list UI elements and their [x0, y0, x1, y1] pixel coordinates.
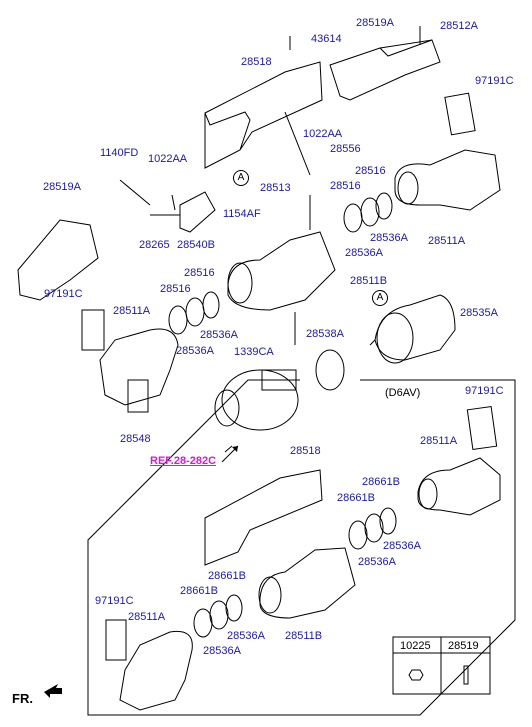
ring-28661B-b3	[193, 608, 213, 638]
part-label-1154AF: 1154AF	[223, 208, 261, 220]
manifold-28511A-box-right-port	[418, 478, 438, 510]
part-label-28512A: 28512A	[440, 20, 478, 32]
part-label-28538A: 28538A	[306, 328, 344, 340]
ring-28661B-b1	[348, 520, 368, 550]
bracket-28540B	[179, 191, 216, 233]
ring-28536A-m	[202, 291, 220, 319]
part-label-97191C-box-left: 97191C	[95, 595, 134, 607]
part-label-28516-m1: 28516	[184, 267, 215, 279]
part-label-28518-box: 28518	[290, 445, 321, 457]
part-label-43614: 43614	[311, 33, 342, 45]
callout-circle-a-top: A	[233, 170, 249, 186]
part-label-28511B-top: 28511B	[350, 275, 388, 287]
part-label-28548: 28548	[120, 433, 151, 445]
part-label-28511B-box: 28511B	[285, 630, 323, 642]
bracket-28519A-left	[17, 219, 99, 301]
ring-28516-r1	[343, 203, 363, 233]
gasket-28548	[127, 379, 149, 413]
manifold-28511A-box-right	[417, 457, 501, 516]
d6av-box-outline	[87, 379, 516, 716]
reference-link[interactable]: REF.28-282C	[150, 455, 217, 467]
manifold-28511A-right	[394, 149, 501, 211]
ring-28536A-b1	[379, 507, 397, 535]
manifold-28511A-box-left	[119, 630, 193, 711]
ring-28661B-b2	[364, 513, 384, 543]
part-label-28536A-b4: 28536A	[203, 645, 241, 657]
part-label-28519A-top: 28519A	[356, 17, 394, 29]
turbocharger-flange	[261, 369, 297, 391]
part-label-28265: 28265	[139, 239, 170, 251]
manifold-28511B-box	[259, 547, 356, 619]
part-label-28556: 28556	[330, 143, 361, 155]
part-label-28661B-b4: 28661B	[180, 585, 218, 597]
part-label-1022AA-left: 1022AA	[148, 153, 188, 165]
manifold-28511A-left	[99, 328, 179, 406]
bracket-28519A-top	[329, 39, 441, 101]
gasket-97191C-box-left	[105, 619, 127, 661]
variant-label-d6av: (D6AV)	[385, 387, 421, 399]
front-arrow-icon	[44, 684, 62, 698]
part-label-28516-m2: 28516	[160, 283, 191, 295]
part-label-1022AA-right: 1022AA	[303, 128, 343, 140]
manifold-28511B-center	[227, 231, 336, 311]
part-label-28661B-b1: 28661B	[362, 476, 400, 488]
part-label-28536A-b1: 28536A	[383, 540, 421, 552]
part-label-28536A-r1: 28536A	[370, 232, 408, 244]
pin-icon	[463, 665, 469, 685]
part-label-28513: 28513	[260, 182, 291, 194]
ring-28538A	[315, 349, 345, 391]
part-label-28536A-b2: 28536A	[358, 556, 396, 568]
part-label-28519A-left: 28519A	[43, 181, 81, 193]
callout-circle-a-bottom: A	[372, 290, 388, 306]
part-label-28540B: 28540B	[177, 239, 215, 251]
gasket-97191C-box	[466, 405, 498, 451]
nut-icon	[408, 669, 424, 681]
legend-part-28519: 28519	[448, 640, 479, 652]
part-label-28535A: 28535A	[460, 307, 498, 319]
part-label-28661B-b2: 28661B	[337, 492, 375, 504]
manifold-28511B-port	[227, 262, 253, 304]
part-label-97191C-left: 97191C	[44, 288, 83, 300]
part-label-1339CA: 1339CA	[234, 346, 274, 358]
manifold-28511A-right-port	[397, 171, 419, 205]
ring-28516-r2	[360, 197, 380, 227]
legend-part-10225: 10225	[400, 640, 431, 652]
ring-28661B-b4	[209, 600, 229, 630]
part-label-28536A-r2: 28536A	[345, 247, 383, 259]
ring-28536A-r1	[375, 192, 393, 220]
part-label-28511A-box-left: 28511A	[128, 611, 166, 623]
turbocharger-housing	[221, 369, 299, 431]
turbocharger-inlet	[214, 389, 240, 427]
heat-shield-28518	[204, 61, 323, 169]
part-label-28511A-box-right: 28511A	[420, 435, 458, 447]
part-label-97191C-top: 97191C	[475, 75, 514, 87]
part-label-28661B-b3: 28661B	[208, 570, 246, 582]
gasket-97191C-top	[444, 92, 476, 136]
part-label-1140FD: 1140FD	[100, 147, 139, 159]
part-label-28516-r2: 28516	[355, 165, 386, 177]
ring-28536A-b3	[225, 594, 243, 622]
ring-28516-m1	[168, 305, 188, 335]
pipe-28535A-end	[376, 312, 414, 364]
heat-shield-28518-box	[204, 469, 323, 566]
part-label-28511A-right: 28511A	[428, 235, 466, 247]
ref-arrow-head	[232, 446, 238, 452]
pipe-28535A	[374, 294, 456, 361]
part-label-28518-top: 28518	[241, 56, 272, 68]
part-label-28536A-m2: 28536A	[176, 345, 214, 357]
part-label-28536A-m1: 28536A	[200, 329, 238, 341]
gasket-97191C-left	[81, 309, 105, 351]
part-label-97191C-box: 97191C	[465, 385, 504, 397]
part-label-28511A-left: 28511A	[113, 305, 151, 317]
ring-28516-m2	[185, 297, 205, 327]
part-label-28516-r1: 28516	[330, 180, 361, 192]
part-label-28536A-b3: 28536A	[227, 630, 265, 642]
front-direction-label: FR.	[12, 691, 33, 706]
manifold-28511B-box-port	[258, 576, 282, 614]
